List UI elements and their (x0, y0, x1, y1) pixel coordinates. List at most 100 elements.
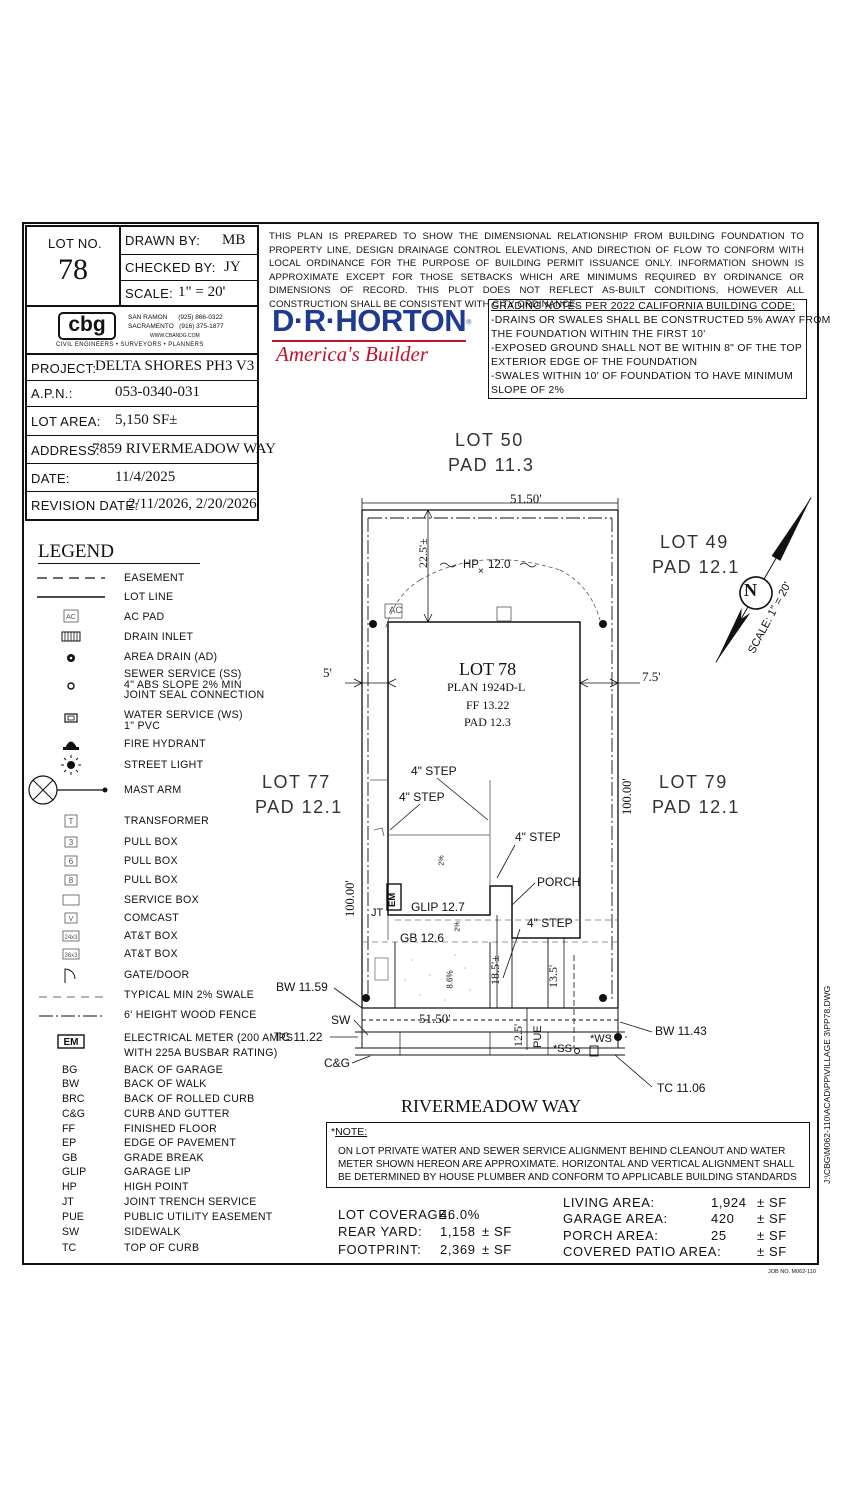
legend-pull-box: PULL BOX (124, 874, 178, 886)
abbr-value: JOINT TRENCH SERVICE (124, 1196, 257, 1208)
grading-line: -SWALES WITHIN 10' OF FOUNDATION TO HAVE… (491, 371, 794, 382)
side-setback-left: 5' (323, 665, 332, 680)
project-label: PROJECT: (31, 361, 97, 376)
finished-floor: FF 13.22 (466, 698, 510, 712)
abbr-key: EP (62, 1137, 77, 1149)
covered-patio-unit: ± SF (757, 1244, 787, 1259)
lot-49-label: LOT 49 (660, 532, 729, 552)
porch-area-unit: ± SF (757, 1228, 787, 1243)
back-of-walk-right: BW 11.43 (655, 1024, 707, 1038)
svg-text:6: 6 (69, 857, 74, 866)
top-of-curb-right: TC 11.06 (657, 1081, 706, 1095)
abbr-value: CURB AND GUTTER (124, 1108, 230, 1120)
step-label-2: 4" STEP (399, 790, 445, 804)
drawn-by-value: MB (222, 232, 246, 248)
garage-area-value: 420 (711, 1211, 735, 1226)
abbr-key: BG (62, 1064, 78, 1076)
curb-gutter-label: C&G (324, 1056, 351, 1070)
abbr-key: JT (62, 1196, 74, 1208)
address-value: 7859 RIVERMEADOW WAY (92, 441, 276, 457)
rear-yard-value: 1,158 (440, 1224, 476, 1239)
abbr-value: GRADE BREAK (124, 1152, 204, 1164)
legend-wood-fence: 6' HEIGHT WOOD FENCE (124, 1009, 257, 1021)
grading-notes-box (488, 299, 807, 399)
legend-gate-door: GATE/DOOR (124, 969, 190, 981)
legend-pull-box: PULL BOX (124, 855, 178, 867)
note-label: *NOTE: (331, 1126, 368, 1138)
legend-water-service-2: 1" PVC (124, 720, 161, 732)
rear-yard-label: REAR YARD: (338, 1224, 423, 1239)
slope-label: 2% (454, 921, 462, 932)
lot-50-pad: PAD 11.3 (448, 455, 535, 475)
abbr-value: BACK OF ROLLED CURB (124, 1093, 255, 1105)
porch-area-label: PORCH AREA: (563, 1228, 659, 1243)
svg-text:T: T (69, 817, 74, 826)
electrical-meter: EM (387, 892, 398, 907)
abbr-value: SIDEWALK (124, 1226, 181, 1238)
legend-area-drain: AREA DRAIN (AD) (124, 651, 218, 663)
address-label: ADDRESS: (31, 443, 100, 458)
house-pad: PAD 12.3 (464, 715, 511, 729)
grade-break: GB 12.6 (400, 931, 445, 945)
grading-line: -DRAINS OR SWALES SHALL BE CONSTRUCTED 5… (491, 315, 831, 326)
street-name: RIVERMEADOW WAY (401, 1096, 582, 1116)
apn-label: A.P.N.: (31, 386, 73, 401)
svg-text:AC: AC (66, 614, 76, 621)
pue-dim: 12.5' (511, 1023, 525, 1047)
legend-comcast: COMCAST (124, 912, 180, 924)
abbr-key: GB (62, 1152, 78, 1164)
project-info-box (25, 353, 259, 521)
grading-line: THE FOUNDATION WITHIN THE FIRST 10' (491, 329, 706, 340)
scale-value: 1" = 20' (178, 284, 226, 300)
abbr-key: HP (62, 1181, 77, 1193)
back-of-walk-left: BW 11.59 (276, 980, 328, 994)
step-label-1: 4" STEP (411, 764, 457, 778)
lot-number: 78 (58, 253, 88, 286)
lot-depth-right: 100.00' (620, 778, 634, 815)
lot-coverage-value: 46.0% (440, 1207, 480, 1222)
porch-setback-dim: 13.5' (546, 964, 560, 988)
abbr-value: BACK OF WALK (124, 1078, 207, 1090)
legend-service-box: SERVICE BOX (124, 894, 199, 906)
water-service-label: *WS (590, 1033, 613, 1045)
abbr-key: BW (62, 1078, 80, 1090)
revision-value: 2/11/2026, 2/20/2026 (128, 496, 257, 512)
rear-yard-unit: ± SF (482, 1224, 512, 1239)
lot-coverage-label: LOT COVERAGE: (338, 1207, 452, 1222)
abbr-value: EDGE OF PAVEMENT (124, 1137, 237, 1149)
pue-label: PUE (532, 1025, 544, 1048)
step-label-4: 4" STEP (527, 916, 573, 930)
house-lot-title: LOT 78 (459, 659, 517, 679)
legend-easement: EASEMENT (124, 572, 185, 584)
grading-line: -EXPOSED GROUND SHALL NOT BE WITHIN 8" O… (491, 343, 803, 354)
sewer-service-label: *SS (553, 1043, 572, 1055)
drawn-by-label: DRAWN BY: (125, 233, 201, 248)
porch-area-value: 25 (711, 1228, 727, 1243)
garage-setback-dim: 18.5'± (488, 955, 502, 985)
lot-50-label: LOT 50 (455, 430, 524, 450)
top-of-curb-left: TC 11.22 (274, 1030, 323, 1044)
cbg-services: CIVIL ENGINEERS • SURVEYORS • PLANNERS (56, 342, 204, 348)
garage-area-unit: ± SF (757, 1211, 787, 1226)
sidewalk-label: SW (331, 1013, 351, 1027)
svg-text:8: 8 (69, 876, 74, 885)
abbr-value: HIGH POINT (124, 1181, 189, 1193)
legend-sewer-service-2: 4" ABS SLOPE 2% MIN (124, 679, 242, 691)
legend-swale: TYPICAL MIN 2% SWALE (124, 989, 255, 1001)
high-point-label: HP (463, 559, 479, 571)
garage-area-label: GARAGE AREA: (563, 1211, 668, 1226)
project-value: DELTA SHORES PH3 V3 (95, 358, 255, 374)
file-path: J:\CBG\M062-110\ACAD\PP\VILLAGE 3\PP78.D… (822, 985, 832, 1184)
checked-by-value: JY (224, 259, 241, 275)
legend-electrical-meter-2: WITH 225A BUSBAR RATING) (124, 1047, 278, 1059)
disclaimer-text: THIS PLAN IS PREPARED TO SHOW THE DIMENS… (269, 231, 804, 310)
lot-width-top: 51.50' (510, 491, 542, 506)
legend-water-service: WATER SERVICE (WS) (124, 709, 243, 721)
date-label: DATE: (31, 471, 70, 486)
abbr-key: BRC (62, 1093, 85, 1105)
lot-49-pad: PAD 12.1 (652, 557, 740, 577)
note-box (326, 1122, 810, 1188)
legend-ac-pad: AC PAD (124, 611, 165, 623)
garage-lip: GLIP 12.7 (411, 900, 465, 914)
svg-text:V: V (69, 916, 74, 923)
